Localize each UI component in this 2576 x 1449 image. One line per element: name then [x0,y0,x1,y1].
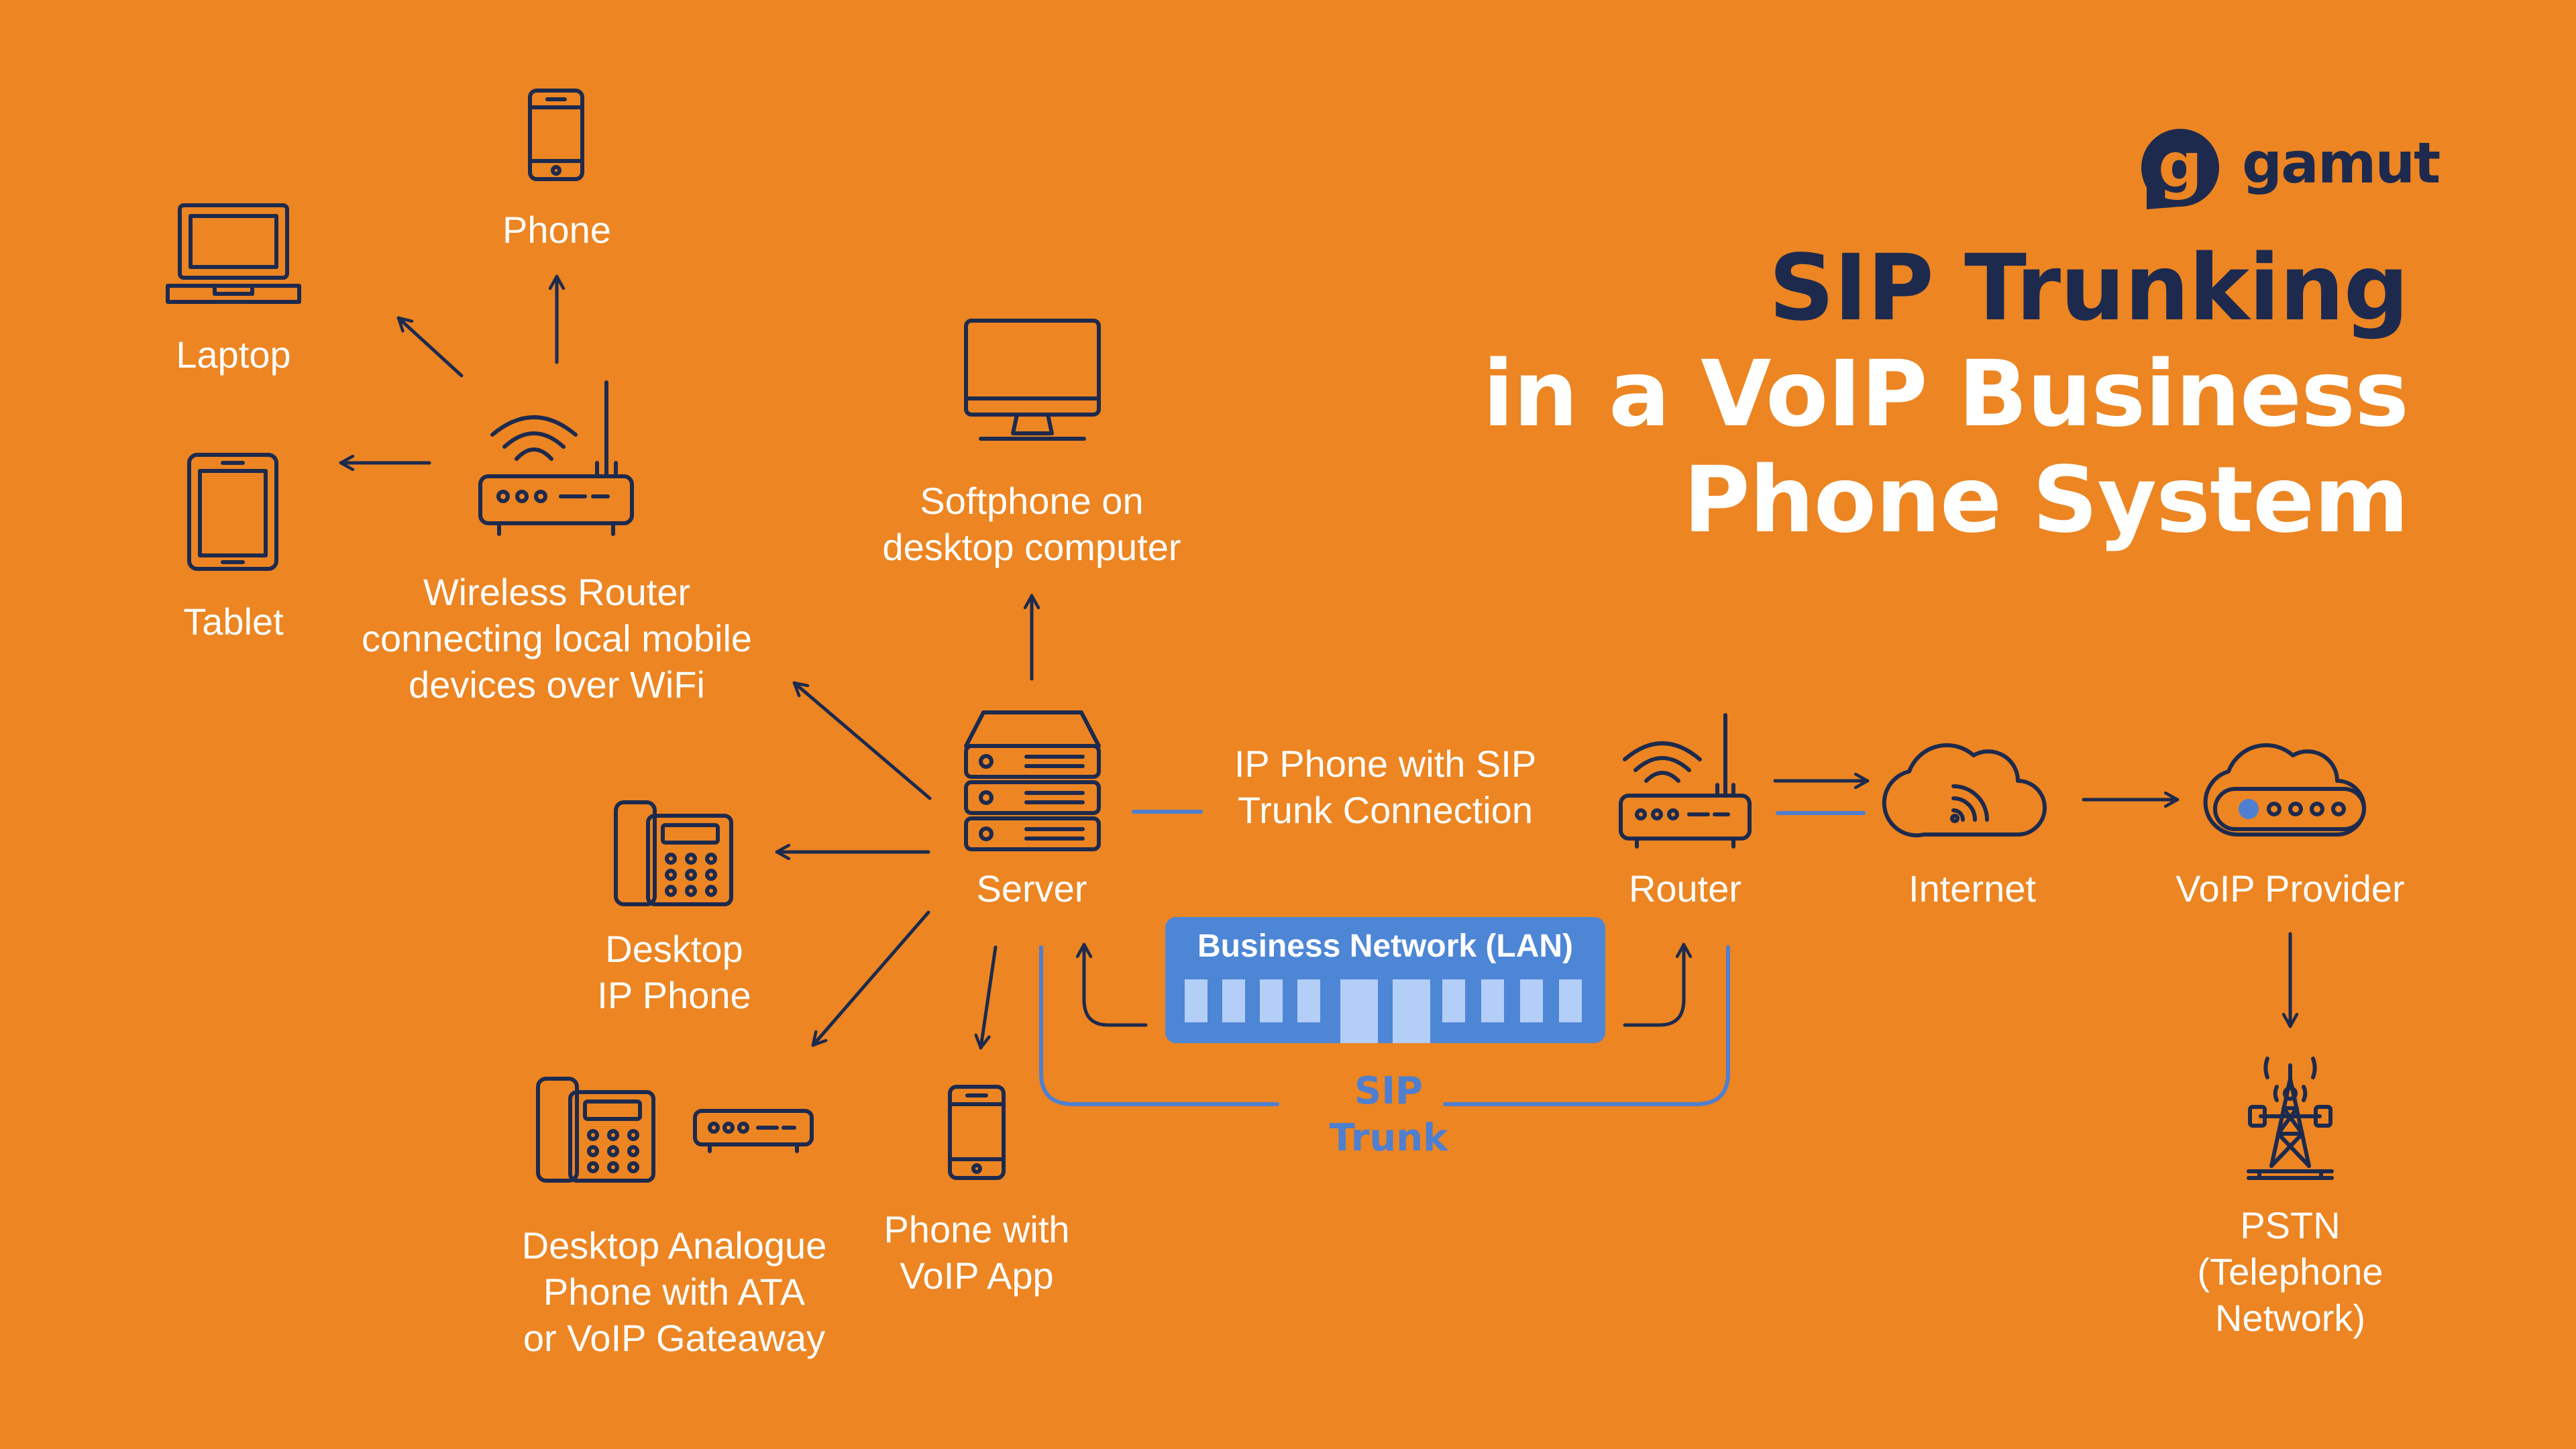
switch-ports [1185,979,1582,1043]
voip-provider-cloud-icon [2203,743,2366,837]
label-voip-provider: VoIP Provider [2176,867,2405,910]
title-line-2: in a VoIP Business [1483,341,2409,447]
title-line-3: Phone System [1683,447,2409,553]
arrow-server-to-analogue-phone [811,910,930,1047]
business-lan-switch [1165,917,1605,1043]
desktop-monitor-icon [964,319,1101,441]
label-tablet: Tablet [183,600,284,643]
arrow-lan-to-router [1623,943,1684,1027]
tablet-icon [187,453,278,571]
svg-text:g: g [2158,129,2202,201]
connection-arrows [339,274,2290,1050]
label-phone: Phone [502,209,611,251]
arrow-router-to-laptop [396,316,464,378]
smartphone-icon [528,89,584,181]
label-pstn: PSTN (Telephone Network) [2197,1204,2383,1339]
arrow-server-to-voip-app-phone [981,945,998,1050]
label-analogue-phone: Desktop Analogue Phone with ATA or VoIP … [521,1224,827,1359]
arrow-lan-to-server [1084,943,1148,1027]
label-router: Router [1628,867,1742,910]
label-desktop-ip-phone: Desktop IP Phone [597,928,751,1016]
laptop-icon [166,203,301,304]
voip-app-phone-icon [948,1085,1006,1180]
server-icon [964,710,1101,851]
analogue-phone-icon [536,1077,655,1183]
label-ip-phone-sip: IP Phone with SIP Trunk Connection [1234,743,1537,831]
label-wireless-router: Wireless Router connecting local mobile … [361,571,753,706]
lan-label: Business Network (LAN) [1197,928,1574,964]
internet-cloud-icon [1882,743,2047,838]
desktop-ip-phone-icon [614,800,733,906]
label-laptop: Laptop [176,333,291,376]
sip-trunk-bracket-right [1443,945,1730,1106]
pstn-tower-icon [2247,1057,2334,1180]
title-line-1: SIP Trunking [1768,235,2409,341]
label-softphone: Softphone on desktop computer [882,480,1181,568]
wireless-router-icon [478,380,634,536]
router-icon [1619,713,1752,849]
label-voip-app-phone: Phone with VoIP App [883,1208,1070,1297]
brand-name: gamut [2242,130,2440,196]
gamut-logo-icon: g [2141,129,2219,209]
label-internet: Internet [1909,867,2036,910]
sip-trunk-label: SIP Trunk [1329,1069,1448,1160]
sip-connection-lines [1039,810,1866,1106]
sip-trunk-bracket-left [1039,945,1279,1106]
label-server: Server [976,867,1087,910]
arrow-server-to-wireless-router [792,681,932,800]
ata-gateway-icon [693,1109,814,1153]
